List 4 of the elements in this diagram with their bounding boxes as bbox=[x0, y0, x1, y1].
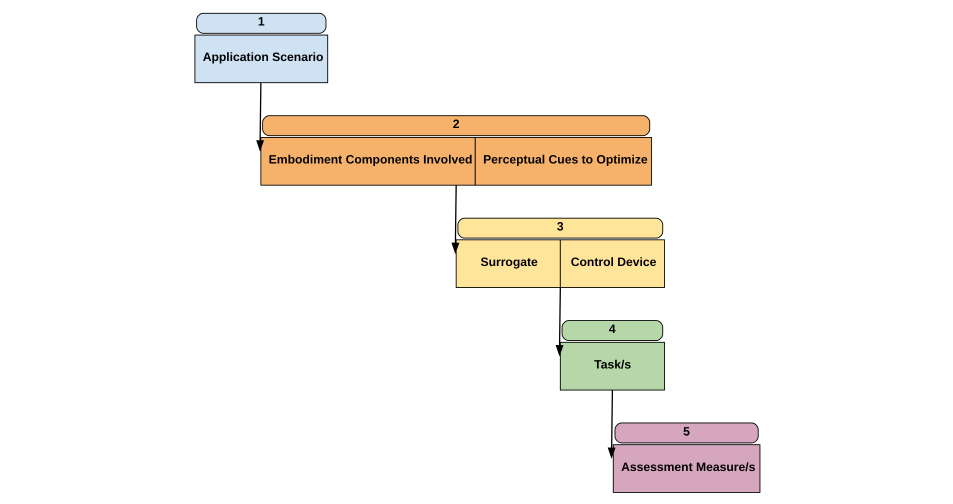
arrow bbox=[256, 82, 264, 152]
arrow bbox=[450, 185, 459, 254]
arrow bbox=[607, 390, 616, 459]
arrow bbox=[555, 288, 564, 356]
